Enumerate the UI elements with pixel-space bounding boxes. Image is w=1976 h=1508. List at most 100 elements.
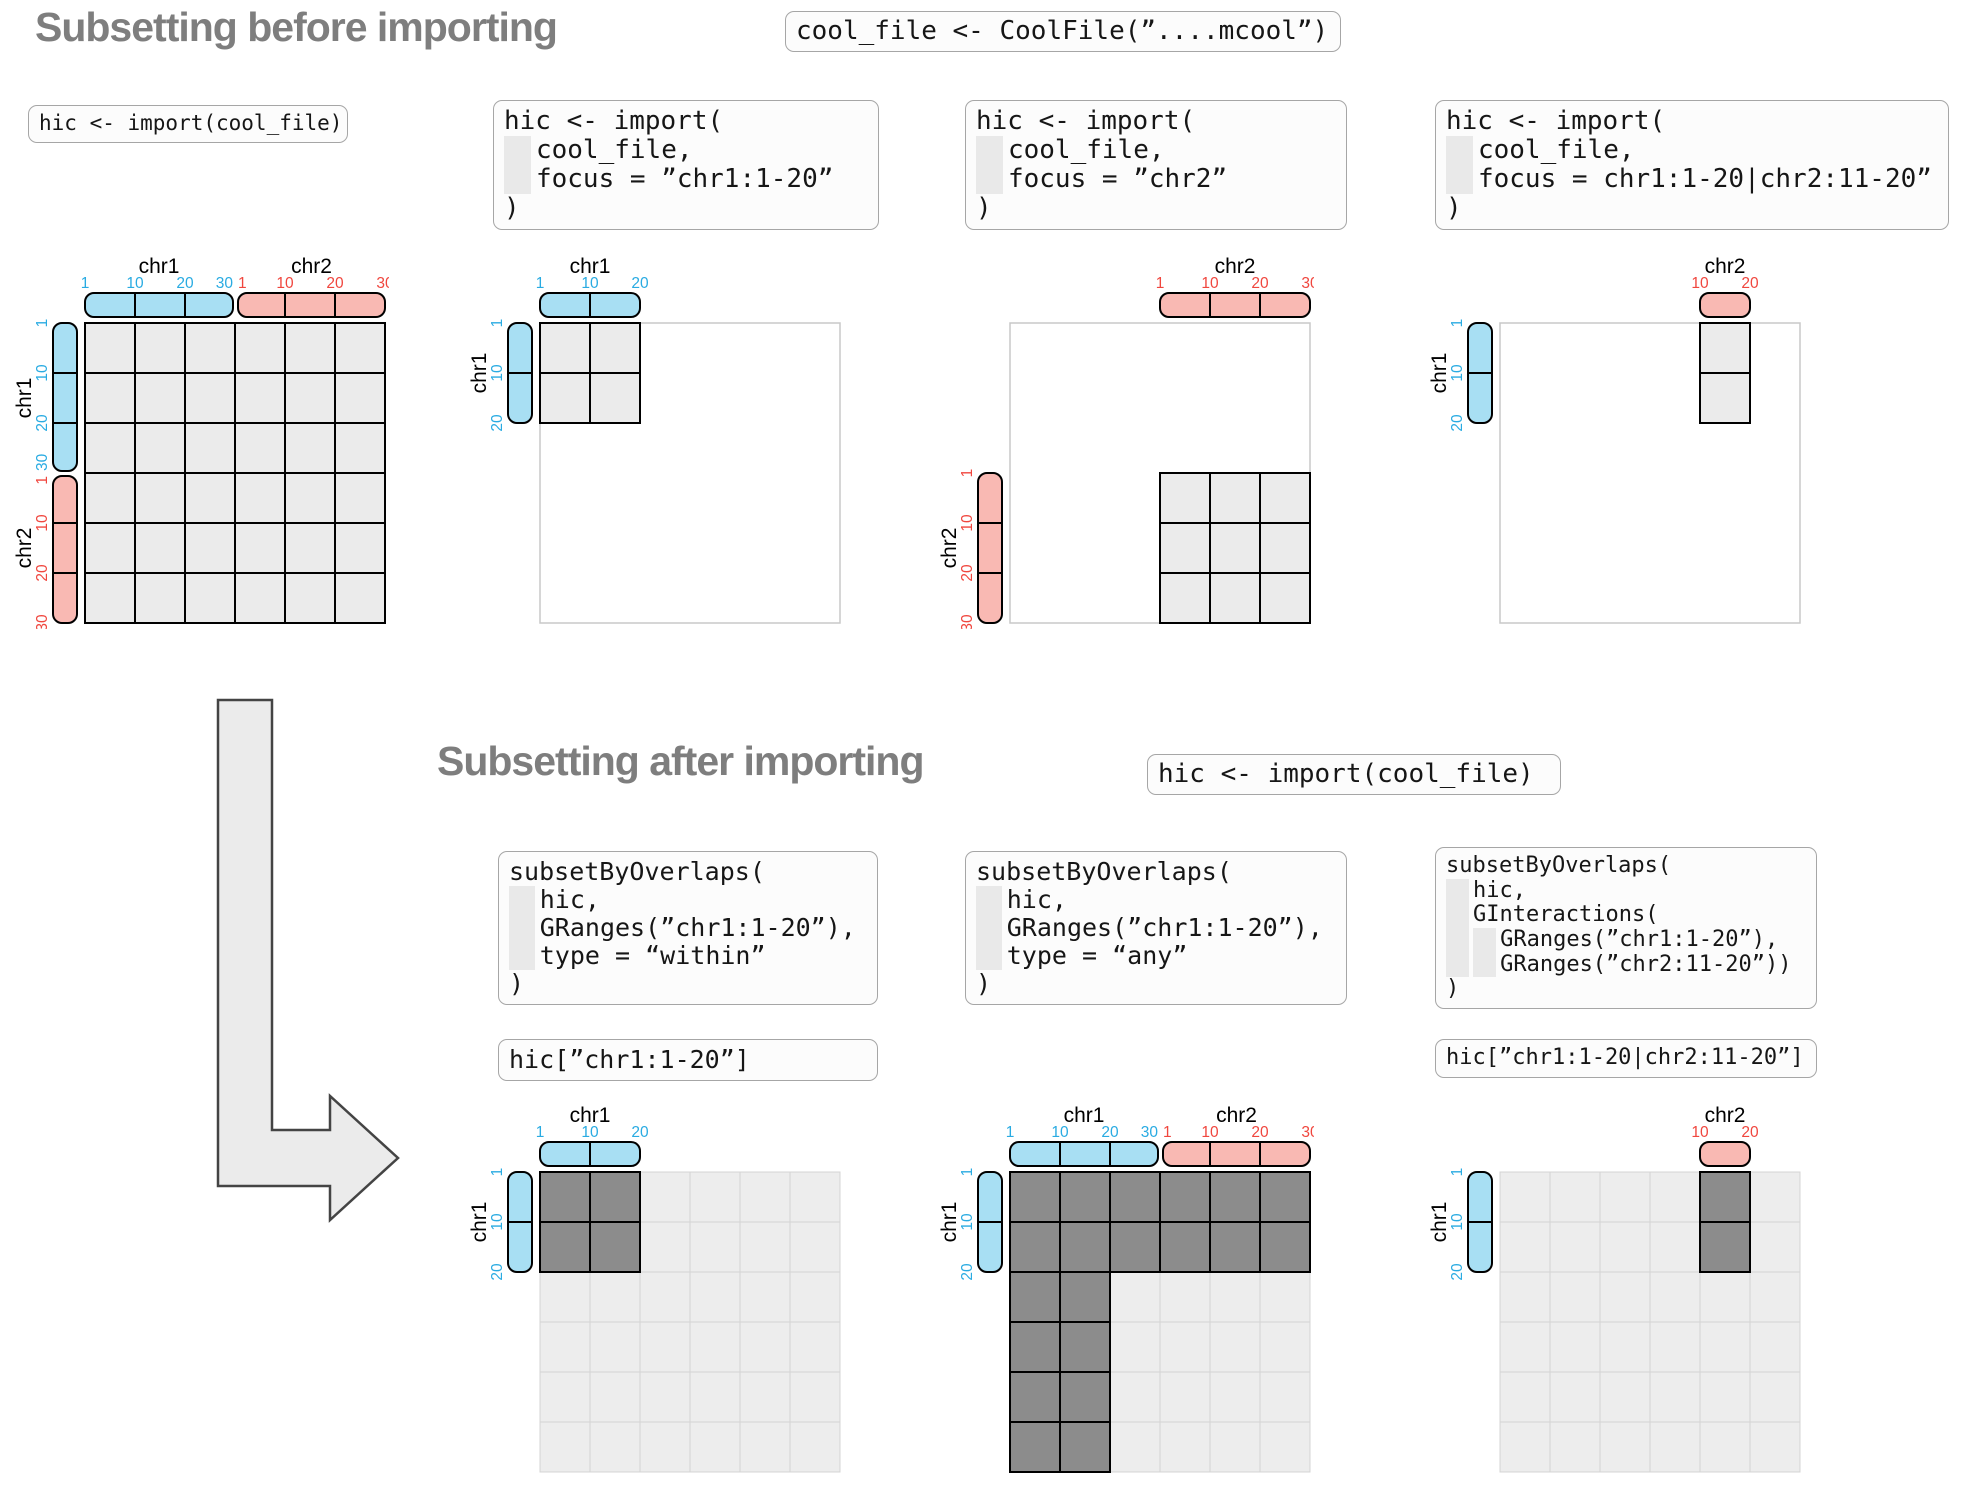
dark-region-cell: [1009, 1171, 1061, 1223]
matrix-cell: [1159, 1271, 1211, 1323]
matrix-cell: [689, 1321, 741, 1373]
matrix-cell: [789, 1321, 841, 1373]
indent-bar: [504, 136, 532, 166]
matrix-cell: [1699, 1421, 1751, 1473]
dark-region-cell: [1059, 1371, 1111, 1423]
code-chip-coolfile-text: cool_file <- CoolFile(”....mcool”): [796, 16, 1329, 46]
matrix-cell: [1599, 1171, 1651, 1223]
matrix-cell: [134, 422, 186, 474]
indent-bar: [509, 886, 536, 914]
matrix-cell: [639, 1421, 691, 1473]
light-region-cell: [1209, 572, 1261, 624]
axis-tick: 10: [959, 514, 976, 532]
code-line: cool_file,: [504, 135, 868, 166]
dark-region-cell: [1159, 1171, 1211, 1223]
code-box-subset-any: subsetByOverlaps(hic,GRanges(”chr1:1-20”…: [965, 851, 1347, 1005]
code-line: focus = ”chr2”: [976, 165, 1336, 195]
matrix-cell: [639, 1371, 691, 1423]
matrix-cell: [134, 572, 186, 624]
matrix-cell: [539, 1321, 591, 1373]
axis-tick: 10: [1691, 275, 1709, 292]
dark-region-cell: [1159, 1221, 1211, 1273]
matrix-cell: [739, 1171, 791, 1223]
section-title-before: Subsetting before importing: [35, 4, 558, 50]
chrom-label: chr2: [291, 255, 332, 278]
matrix-cell: [1599, 1271, 1651, 1323]
code-chip-import: hic <- import(cool_file): [1147, 754, 1561, 796]
matrix-cell: [689, 1221, 741, 1273]
matrix-cell: [184, 422, 236, 474]
axis-tick: 1: [536, 275, 545, 292]
matrix-cell: [1549, 1221, 1601, 1273]
matrix-cell: [1599, 1371, 1651, 1423]
axis-tick: 1: [536, 1124, 545, 1141]
matrix-cell: [1749, 1221, 1801, 1273]
code-line: hic <- import(: [1446, 106, 1666, 136]
matrix-cell: [639, 1171, 691, 1223]
indent-bar: [1446, 952, 1470, 978]
code-box-import-focus-chr1: hic <- import(cool_file,focus = ”chr1:1-…: [493, 100, 879, 231]
matrix-cell: [1549, 1171, 1601, 1223]
matrix-cell: [284, 372, 336, 424]
light-region-cell: [1699, 322, 1751, 374]
code-line: GRanges(”chr1:1-20”),: [1446, 927, 1806, 953]
chrom-pill-top: [1699, 292, 1751, 318]
chrom-label: chr1: [1430, 353, 1451, 394]
axis-tick: 10: [1051, 1124, 1069, 1141]
code-line: hic[”chr1:1-20|chr2:11-20”]: [1446, 1045, 1804, 1070]
matrix-cell: [84, 372, 136, 424]
dark-region-cell: [1109, 1171, 1161, 1223]
dark-region-cell: [1009, 1421, 1061, 1473]
dark-region-cell: [1059, 1421, 1111, 1473]
indent-bar: [1446, 903, 1470, 928]
axis-tick: 10: [581, 1124, 599, 1141]
matrix-outline: [1499, 322, 1801, 624]
axis-tick: 10: [34, 514, 51, 532]
matrix-cell: [1499, 1321, 1551, 1373]
matrix-cell: [1499, 1421, 1551, 1473]
axis-tick: 30: [376, 275, 389, 292]
code-box-subset-ginteractions: subsetByOverlaps(hic,GInteractions(GRang…: [1435, 847, 1817, 1009]
axis-tick: 1: [1006, 1124, 1015, 1141]
matrix-cell: [739, 1221, 791, 1273]
light-region-cell: [589, 372, 641, 424]
matrix-cell: [1699, 1271, 1751, 1323]
code-line: ): [976, 193, 992, 224]
dark-region-cell: [1009, 1371, 1061, 1423]
indent-bar: [1446, 136, 1474, 166]
axis-tick: 20: [1101, 1124, 1119, 1141]
axis-tick: 10: [276, 275, 294, 292]
code-line: hic <- import(: [976, 106, 1196, 136]
dark-region-cell: [1009, 1321, 1061, 1373]
light-region-cell: [1159, 572, 1211, 624]
matrix-cell: [1749, 1171, 1801, 1223]
indent-bar: [1473, 952, 1497, 978]
axis-tick: 20: [631, 1124, 649, 1141]
code-line: GRanges(”chr2:11-20”)): [1446, 952, 1806, 978]
code-line: ): [1446, 193, 1462, 224]
code-chip-coolfile: cool_file <- CoolFile(”....mcool”): [785, 11, 1341, 53]
matrix-cell: [539, 1271, 591, 1323]
matrix-cell: [639, 1321, 691, 1373]
matrix-cell: [184, 572, 236, 624]
matrix-cell: [1159, 1421, 1211, 1473]
matrix-cell: [1259, 1321, 1311, 1373]
matrix-cell: [1209, 1421, 1261, 1473]
code-line: hic,: [1446, 878, 1806, 904]
chrom-pill-left: [977, 472, 1003, 624]
code-box-import-focus-chr2: hic <- import(cool_file,focus = ”chr2”): [965, 100, 1347, 231]
matrix-cell: [1549, 1271, 1601, 1323]
code-line: GRanges(”chr1:1-20”),: [509, 914, 867, 942]
code-line: subsetByOverlaps(: [1446, 853, 1672, 878]
chrom-pill-top: [1699, 1141, 1751, 1167]
matrix-cell: [1109, 1321, 1161, 1373]
matrix-cell: [284, 572, 336, 624]
chrom-pill-top: [237, 292, 386, 318]
matrix-cell: [1649, 1421, 1701, 1473]
matrix-cell: [184, 522, 236, 574]
axis-tick: 1: [1449, 1168, 1466, 1177]
chrom-label: chr1: [1064, 1104, 1105, 1127]
axis-tick: 1: [959, 469, 976, 478]
